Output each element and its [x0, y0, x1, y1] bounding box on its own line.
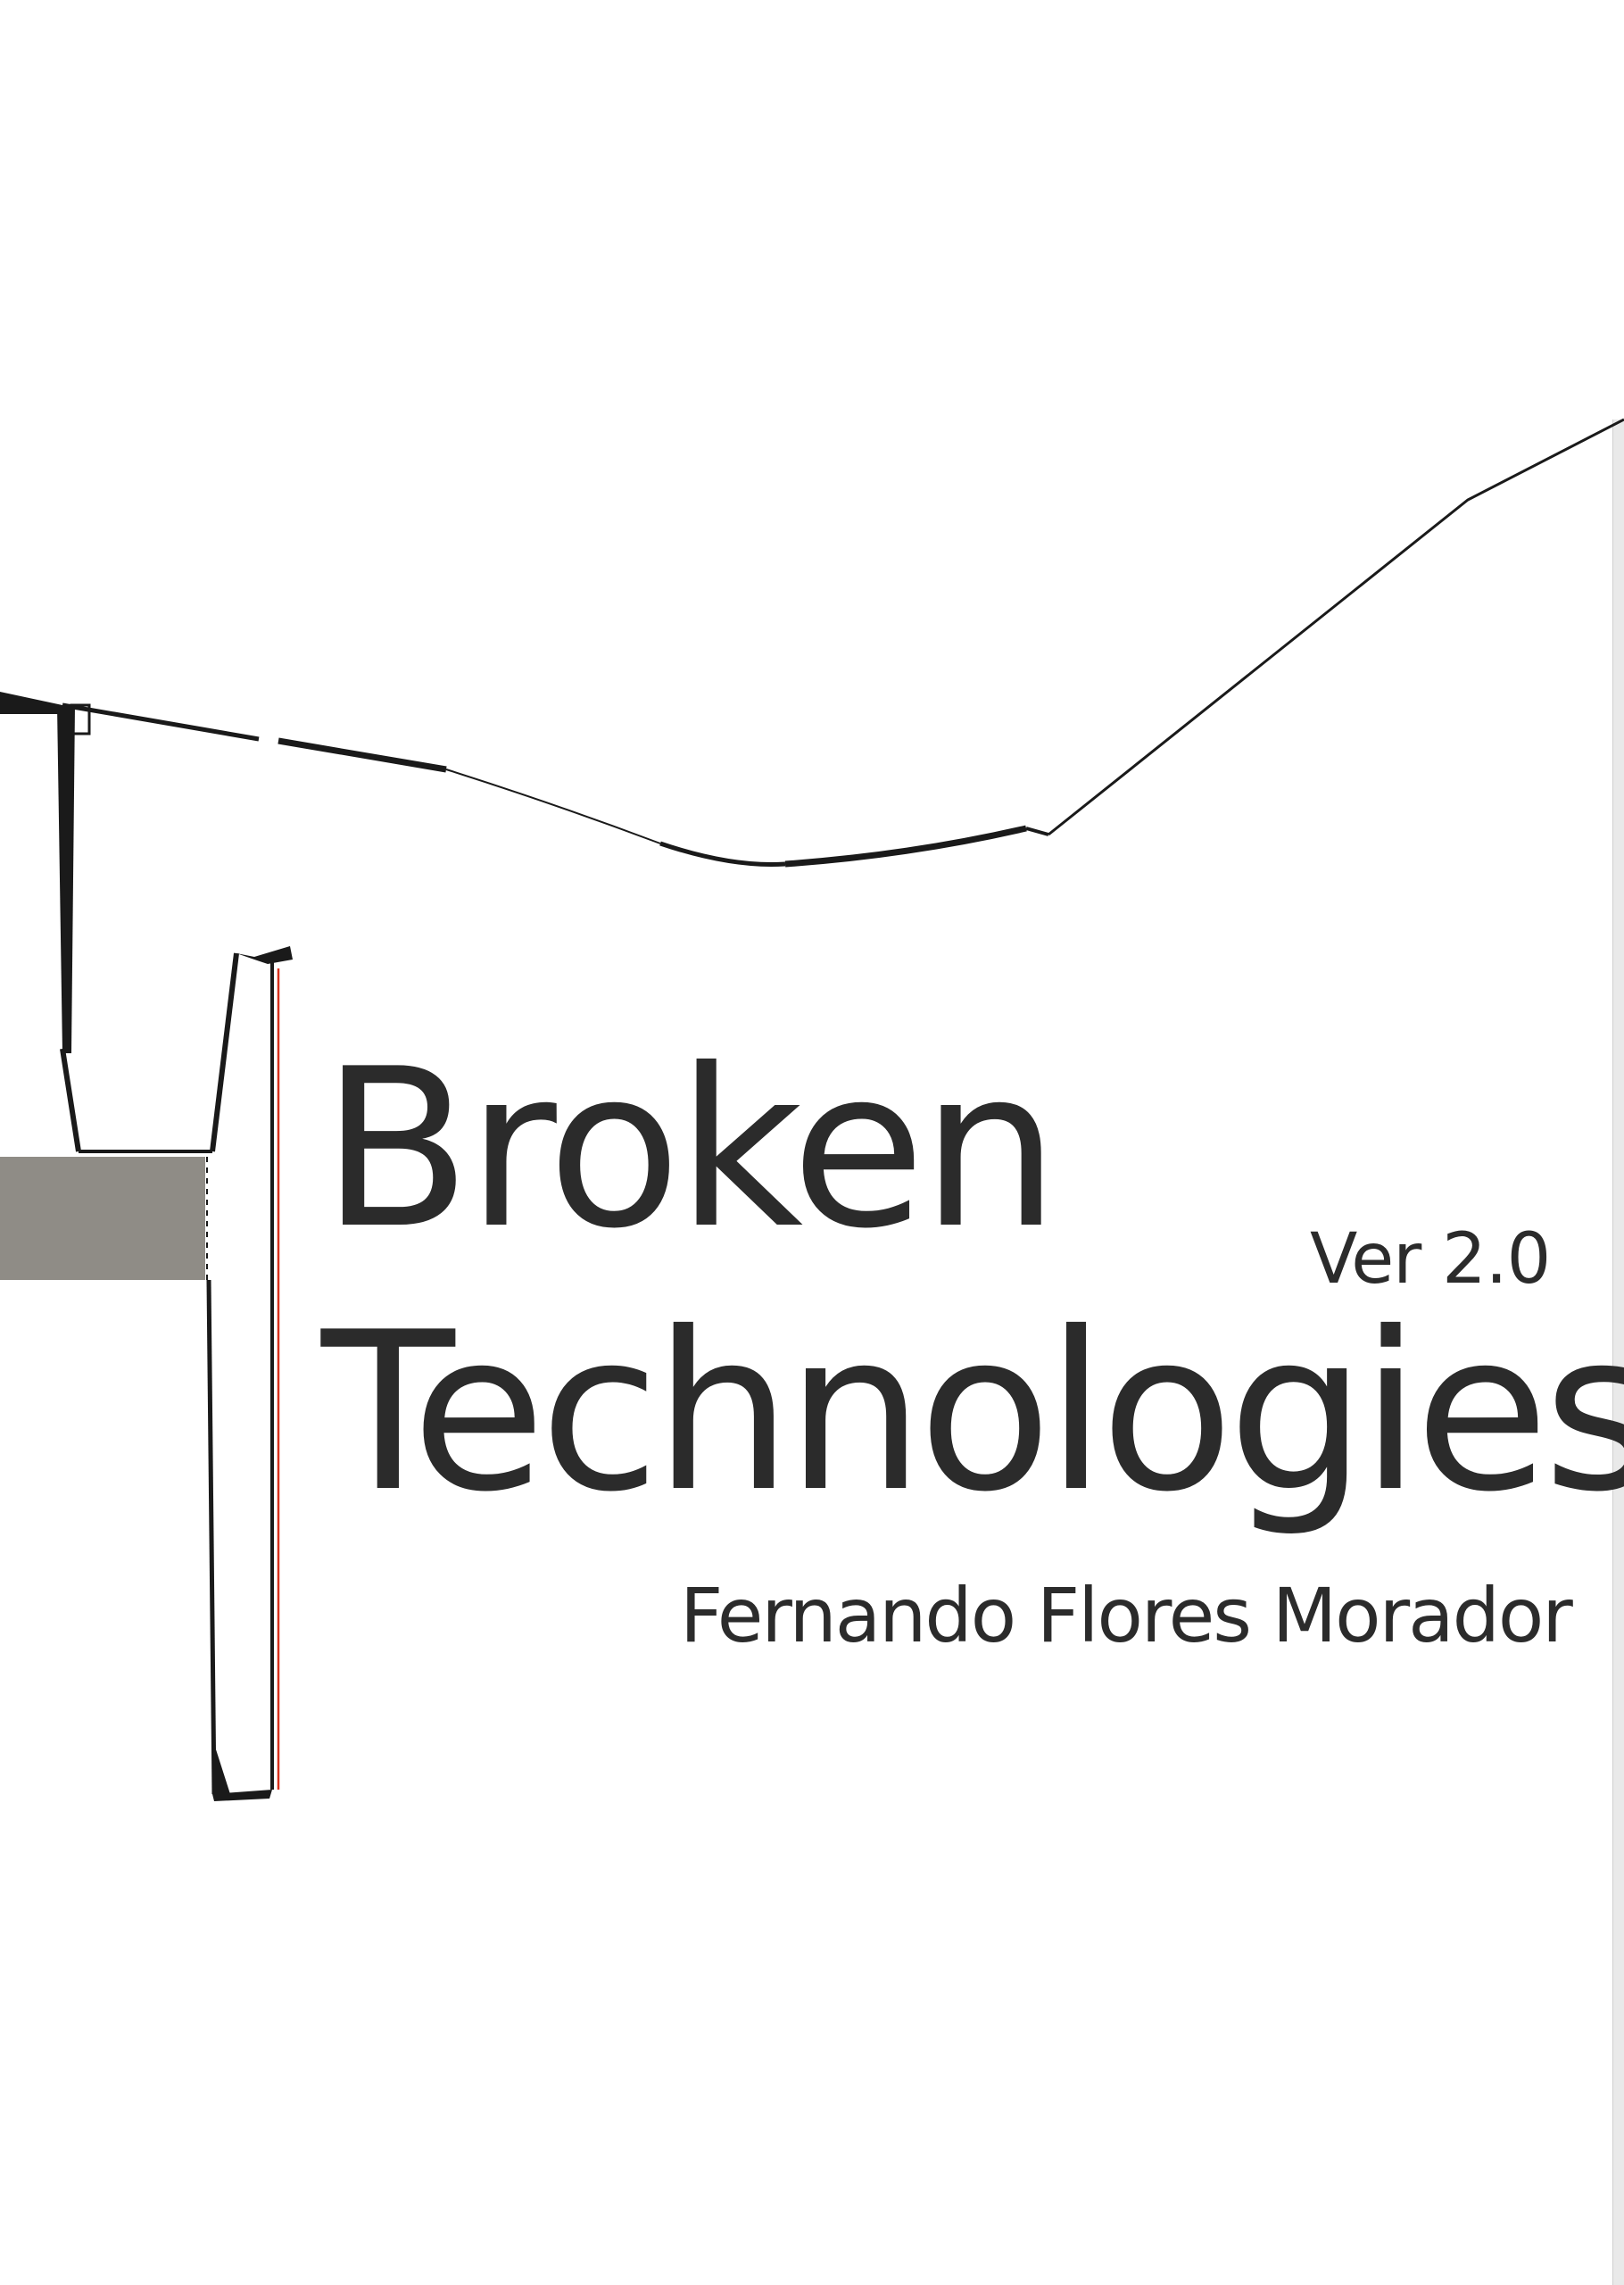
post-base-wedge — [216, 1749, 230, 1796]
ground-line-segment — [659, 841, 786, 867]
ground-line-segment — [62, 702, 260, 742]
ground-line-segment — [1048, 418, 1624, 836]
book-title-line-1: Broken — [321, 1022, 1059, 1276]
ground-line-segment — [445, 769, 661, 844]
ground-line-segment — [1025, 827, 1049, 836]
author-name: Fernando Flores Morador — [680, 1572, 1573, 1659]
wall-lower-edge — [60, 1048, 81, 1152]
ground-line-segment — [784, 825, 1027, 868]
book-title-line-2: Technologies — [321, 1285, 1624, 1540]
post-base — [212, 1790, 272, 1801]
ledge-shape — [0, 692, 62, 714]
post-left-edge — [206, 1279, 217, 1795]
grey-band — [0, 1157, 205, 1280]
trench-top-cap — [236, 946, 293, 964]
page-edge-strip — [1612, 420, 1624, 2285]
trench-right-edge — [210, 952, 239, 1152]
wall-shape — [57, 705, 75, 1053]
version-label: Ver 2.0 — [1310, 1219, 1551, 1300]
ground-line-segment — [278, 737, 447, 773]
